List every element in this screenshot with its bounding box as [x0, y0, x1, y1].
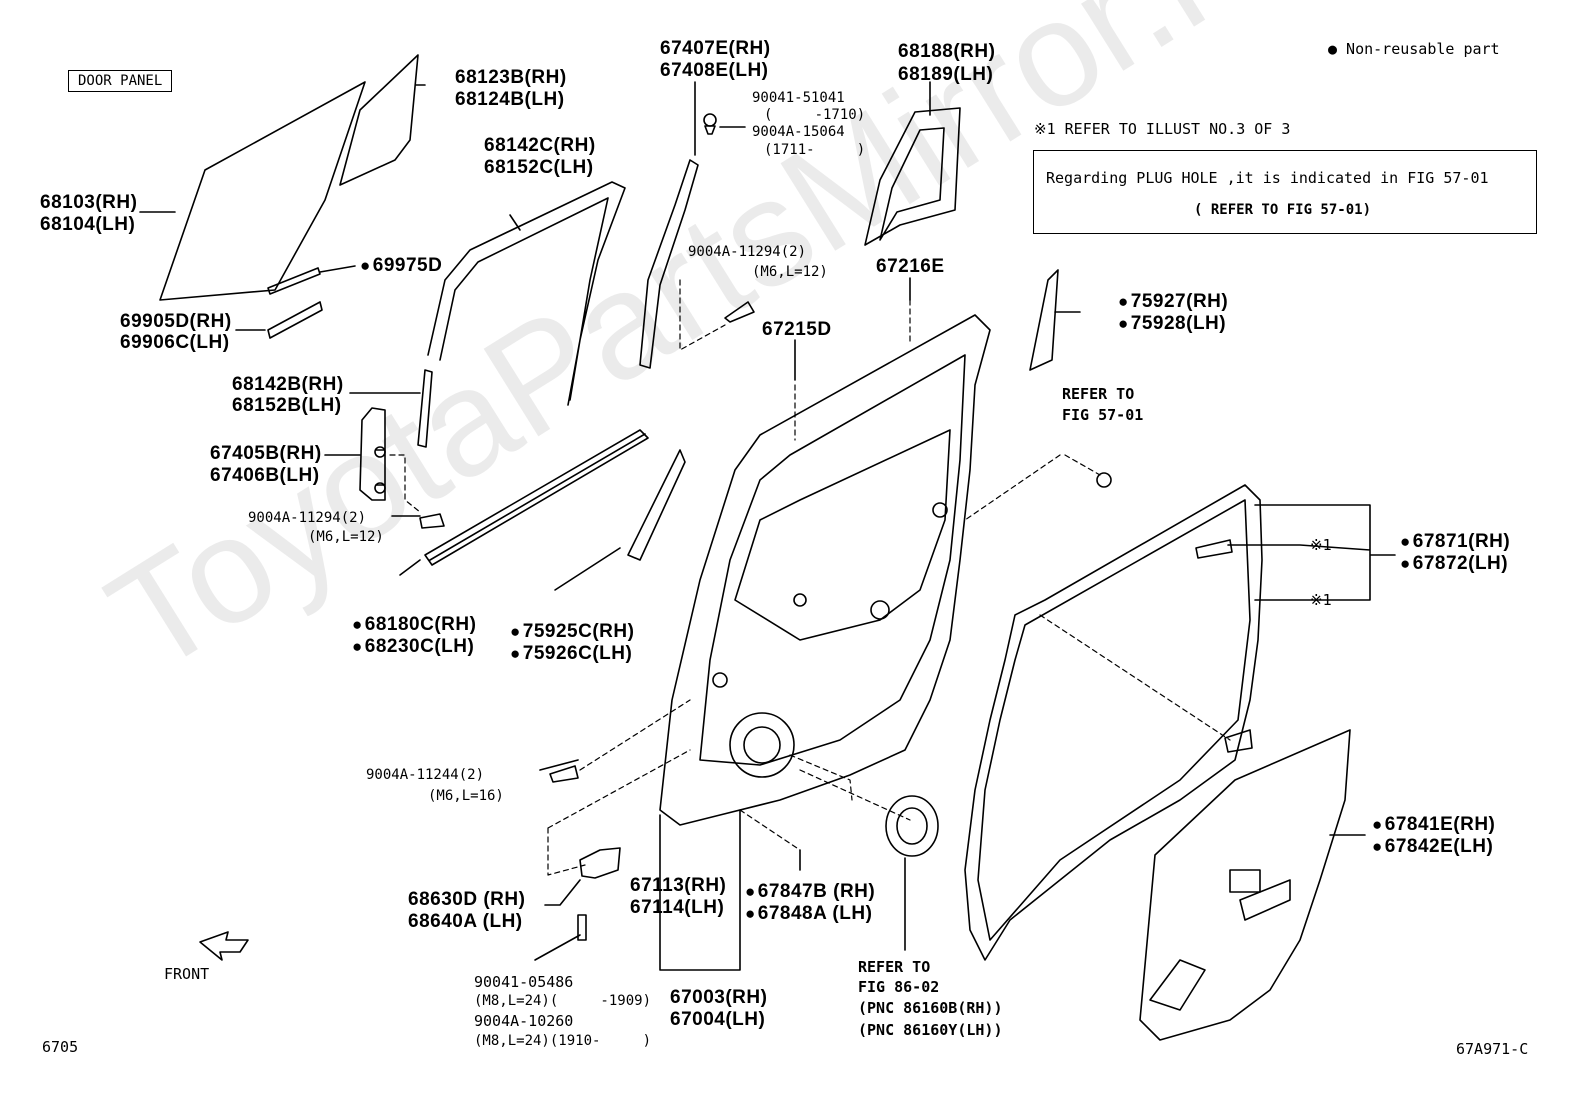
- beltline-shape: [424, 429, 649, 566]
- garnish-75927-shape: [1029, 269, 1059, 371]
- label-68152b: 68152B(LH): [232, 395, 342, 416]
- label-67004: 67004(LH): [670, 1009, 766, 1030]
- hole-cover-shape: [1139, 729, 1351, 1041]
- label-75925c: 75925C(RH): [510, 622, 634, 641]
- label-67872: 67872(LH): [1400, 554, 1508, 573]
- label-refer-8602-fig: FIG 86-02: [858, 978, 940, 996]
- label-bolt-upper: 9004A-11294(2): [248, 510, 367, 526]
- label-68189: 68189(LH): [898, 64, 994, 85]
- label-bolt-mid-spec: (M6,L=12): [752, 264, 828, 280]
- label-bolt-90041-05486: 90041-05486: [474, 973, 574, 991]
- door-glass-shape: [159, 81, 366, 301]
- strip-69975-shape: [267, 267, 321, 295]
- speaker-shape: [885, 795, 939, 857]
- label-67842e: 67842E(LH): [1372, 837, 1493, 856]
- run-channel-shape: [427, 181, 626, 406]
- label-pnc-lh: (PNC 86160Y(LH)): [858, 1021, 1003, 1039]
- label-67848a: 67848A (LH): [745, 904, 872, 923]
- label-68142b: 68142B(RH): [232, 374, 344, 395]
- label-bolt-9004a-spec: (M8,L=24)(1910- ): [474, 1033, 652, 1049]
- label-clip-9004a-range: (1711- ): [764, 142, 866, 158]
- label-bolt-mid: 9004A-11294(2): [688, 244, 807, 260]
- label-clip-90041-range: ( -1710): [764, 107, 866, 123]
- label-68180c: 68180C(RH): [352, 615, 476, 634]
- label-clip-9004a: 9004A-15064: [752, 124, 845, 140]
- label-69905d: 69905D(RH): [120, 311, 232, 332]
- label-68103: 68103(RH): [40, 192, 138, 213]
- label-bolt-upper-spec: (M6,L=12): [308, 529, 384, 545]
- label-68630d: 68630D (RH): [408, 889, 526, 910]
- label-75926c: 75926C(LH): [510, 644, 632, 663]
- label-68104: 68104(LH): [40, 214, 136, 235]
- label-bolt-9004a-10260: 9004A-10260: [474, 1012, 574, 1030]
- label-front: FRONT: [164, 965, 210, 983]
- label-pnc-rh: (PNC 86160B(RH)): [858, 999, 1003, 1017]
- label-67215d: 67215D: [762, 319, 832, 340]
- door-panel-box: DOOR PANEL: [68, 70, 173, 92]
- label-67407e: 67407E(RH): [660, 38, 771, 59]
- label-67871: 67871(RH): [1400, 532, 1510, 551]
- label-clip-90041: 90041-51041: [752, 90, 845, 106]
- bracket-67405-shape: [359, 407, 386, 501]
- label-67406b: 67406B(LH): [210, 465, 320, 486]
- label-67847b: 67847B (RH): [745, 882, 875, 901]
- label-bolt-90041-spec: (M8,L=24)( -1909): [474, 993, 652, 1009]
- label-68152c: 68152C(LH): [484, 157, 594, 178]
- footer-right-code: 67A971-C: [1456, 1040, 1529, 1058]
- label-67113: 67113(RH): [630, 875, 727, 896]
- label-refer-5701-fig: FIG 57-01: [1062, 406, 1144, 424]
- channel-67407-shape: [639, 159, 699, 369]
- door-panel-shape: [659, 314, 991, 826]
- label-67003: 67003(RH): [670, 987, 768, 1008]
- door-lock-shape: [579, 847, 621, 879]
- ref-mark-2: ※1: [1310, 591, 1332, 609]
- label-bolt-lower-spec: (M6,L=16): [428, 788, 504, 804]
- door-weatherstrip-shape: [964, 484, 1263, 961]
- plug-hole-line2: ( REFER TO FIG 57-01): [1194, 202, 1372, 218]
- footer-left-code: 6705: [42, 1038, 79, 1056]
- lower-run-shape: [417, 369, 433, 448]
- label-67408e: 67408E(LH): [660, 60, 769, 81]
- label-68123b: 68123B(RH): [455, 67, 567, 88]
- label-69906c: 69906C(LH): [120, 332, 230, 353]
- label-69975d: 69975D: [360, 256, 442, 275]
- label-bolt-lower: 9004A-11244(2): [366, 767, 485, 783]
- label-75928: 75928(LH): [1118, 314, 1226, 333]
- label-68230c: 68230C(LH): [352, 637, 474, 656]
- label-67114: 67114(LH): [630, 897, 725, 918]
- label-68124b: 68124B(LH): [455, 89, 565, 110]
- label-refer-5701: REFER TO: [1062, 385, 1135, 403]
- label-68142c: 68142C(RH): [484, 135, 596, 156]
- quarter-glass-shape: [339, 54, 419, 186]
- ref-mark-1: ※1: [1310, 536, 1332, 554]
- refer-note: ※1 REFER TO ILLUST NO.3 OF 3: [1034, 120, 1291, 138]
- label-refer-8602: REFER TO: [858, 958, 931, 976]
- non-reusable-legend: ● Non-reusable part: [1328, 40, 1500, 58]
- label-67405b: 67405B(RH): [210, 443, 322, 464]
- label-67216e: 67216E: [876, 256, 945, 277]
- plug-hole-notice-box: Regarding PLUG HOLE ,it is indicated in …: [1033, 150, 1537, 234]
- strip-69905-shape: [267, 301, 323, 339]
- plug-hole-line1: Regarding PLUG HOLE ,it is indicated in …: [1046, 169, 1489, 187]
- label-68640a: 68640A (LH): [408, 911, 523, 932]
- garnish-75925-shape: [627, 449, 686, 561]
- frame-68188-shape: [864, 107, 961, 246]
- front-arrow-shape: [199, 931, 249, 961]
- label-67841e: 67841E(RH): [1372, 815, 1495, 834]
- label-75927: 75927(RH): [1118, 292, 1228, 311]
- label-68188: 68188(RH): [898, 41, 996, 62]
